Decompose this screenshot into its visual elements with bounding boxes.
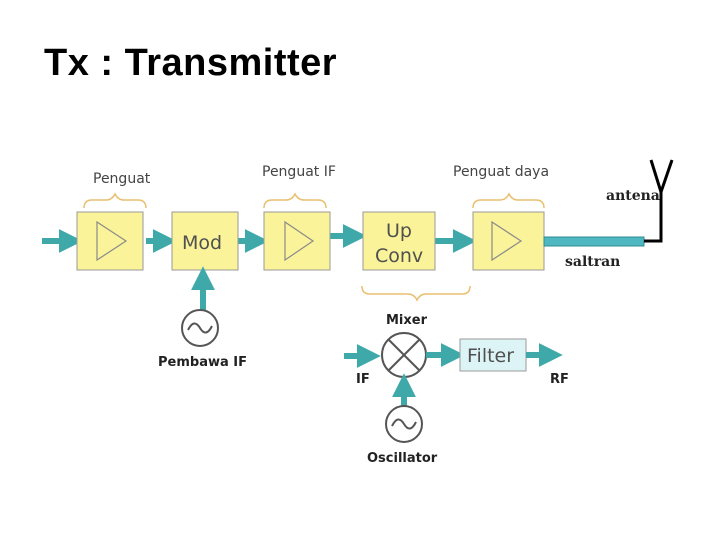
sine-wave: [187, 322, 213, 334]
brace-penguat: [83, 192, 147, 209]
if-label: IF: [356, 372, 370, 387]
amplifier-block-2: [263, 211, 331, 271]
mod-block: [171, 211, 239, 271]
amplifier-triangle-icon: [491, 220, 523, 262]
page-title: Tx : Transmitter: [44, 42, 338, 84]
brace-penguat-daya: [472, 192, 545, 209]
mixer-cross-b: [388, 339, 420, 371]
antenna-mast: [644, 192, 663, 243]
filter-block: [459, 338, 527, 372]
penguat-daya-label: Penguat daya: [453, 164, 549, 180]
oscillator-label: Oscillator: [367, 451, 438, 466]
up-conv-block: [362, 211, 436, 271]
mixer-label: Mixer: [386, 313, 428, 328]
up-label: Up: [386, 220, 412, 242]
sine-wave: [391, 418, 417, 430]
penguat-if-label: Penguat IF: [262, 164, 336, 180]
amplifier-block-3: [472, 211, 545, 271]
penguat-label: Penguat: [93, 171, 151, 187]
conv-label: Conv: [375, 245, 423, 267]
amplifier-block-1: [76, 211, 144, 271]
saltran-line: [543, 236, 645, 247]
rf-label: RF: [550, 372, 569, 387]
antenna-icon: [649, 159, 674, 194]
mod-label: Mod: [182, 232, 222, 254]
saltran-label: saltran: [565, 254, 620, 270]
pembawa-if-label: Pembawa IF: [158, 355, 247, 370]
amplifier-triangle-icon: [96, 220, 128, 262]
filter-label: Filter: [467, 345, 514, 367]
amplifier-triangle-icon: [284, 220, 315, 262]
brace-up-conv: [361, 285, 471, 302]
antena-label: antena: [606, 188, 660, 204]
brace-penguat-if: [263, 192, 327, 209]
